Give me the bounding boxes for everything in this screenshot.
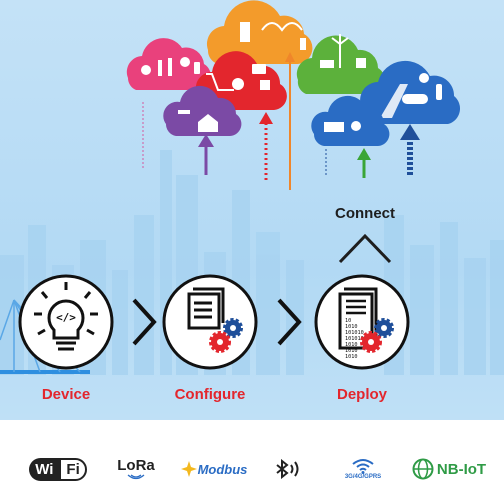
nbiot-logo-text: NB-IoT: [436, 460, 487, 478]
lightbulb-code-icon: </>: [34, 282, 98, 351]
device-label: Device: [41, 386, 91, 403]
cellular-logo: 3G/4G/GPRS: [328, 454, 398, 484]
bluetooth-icon: [276, 459, 299, 479]
modbus-logo: Modbus: [176, 454, 252, 484]
lora-logo-text: LoRa: [117, 456, 155, 474]
connect-label: Connect: [335, 205, 395, 222]
globe-icon: [412, 458, 434, 480]
svg-text:</>: </>: [56, 311, 76, 324]
wifi-signal-icon: [352, 459, 374, 474]
bluetooth-logo: [258, 454, 318, 484]
wifi-logo-left: Wi: [29, 457, 60, 481]
cellular-logo-text: 3G/4G/GPRS: [344, 474, 382, 480]
cloud-city: [206, 0, 313, 64]
iot-scene: </>: [0, 0, 504, 375]
cloud-transport: [360, 60, 461, 124]
starburst-icon: [180, 461, 197, 477]
cloud-retail: [195, 51, 287, 110]
cloud-energy: [296, 34, 385, 94]
code-document-gears-icon: 10 1010 101010 101010 1010 1010 1010: [338, 287, 394, 360]
lora-logo: LoRa: [100, 454, 172, 484]
code-line: 10: [345, 318, 351, 324]
code-line: 1010: [345, 324, 358, 330]
modbus-logo-text: Modbus: [197, 461, 248, 477]
code-line: 1010: [345, 354, 358, 360]
deploy-step-circle: 10 1010 101010 101010 1010 1010 1010: [314, 274, 410, 370]
wifi-logo: Wi Fi: [22, 454, 94, 484]
upload-arrows: [142, 52, 420, 190]
signal-waves-icon: [127, 473, 145, 479]
document-gears-icon: [187, 287, 243, 353]
configure-label: Configure: [174, 386, 246, 403]
code-line: 1010: [345, 342, 358, 348]
cloud-home: [163, 85, 242, 136]
code-line: 1010: [345, 348, 358, 354]
connect-caret: [338, 233, 392, 264]
wifi-logo-right: Fi: [59, 457, 87, 481]
deploy-label: Deploy: [336, 386, 387, 403]
code-line: 101010: [345, 336, 364, 342]
nbiot-logo: NB-IoT: [404, 454, 494, 484]
code-line: 101010: [345, 330, 364, 336]
cloud-lifestyle: [126, 38, 211, 90]
chevron-right-icon: [277, 298, 302, 346]
device-step-circle: </>: [18, 274, 114, 370]
chevron-right-icon: [132, 298, 157, 346]
configure-step-circle: [162, 274, 258, 370]
cloud-industry: [311, 95, 390, 146]
